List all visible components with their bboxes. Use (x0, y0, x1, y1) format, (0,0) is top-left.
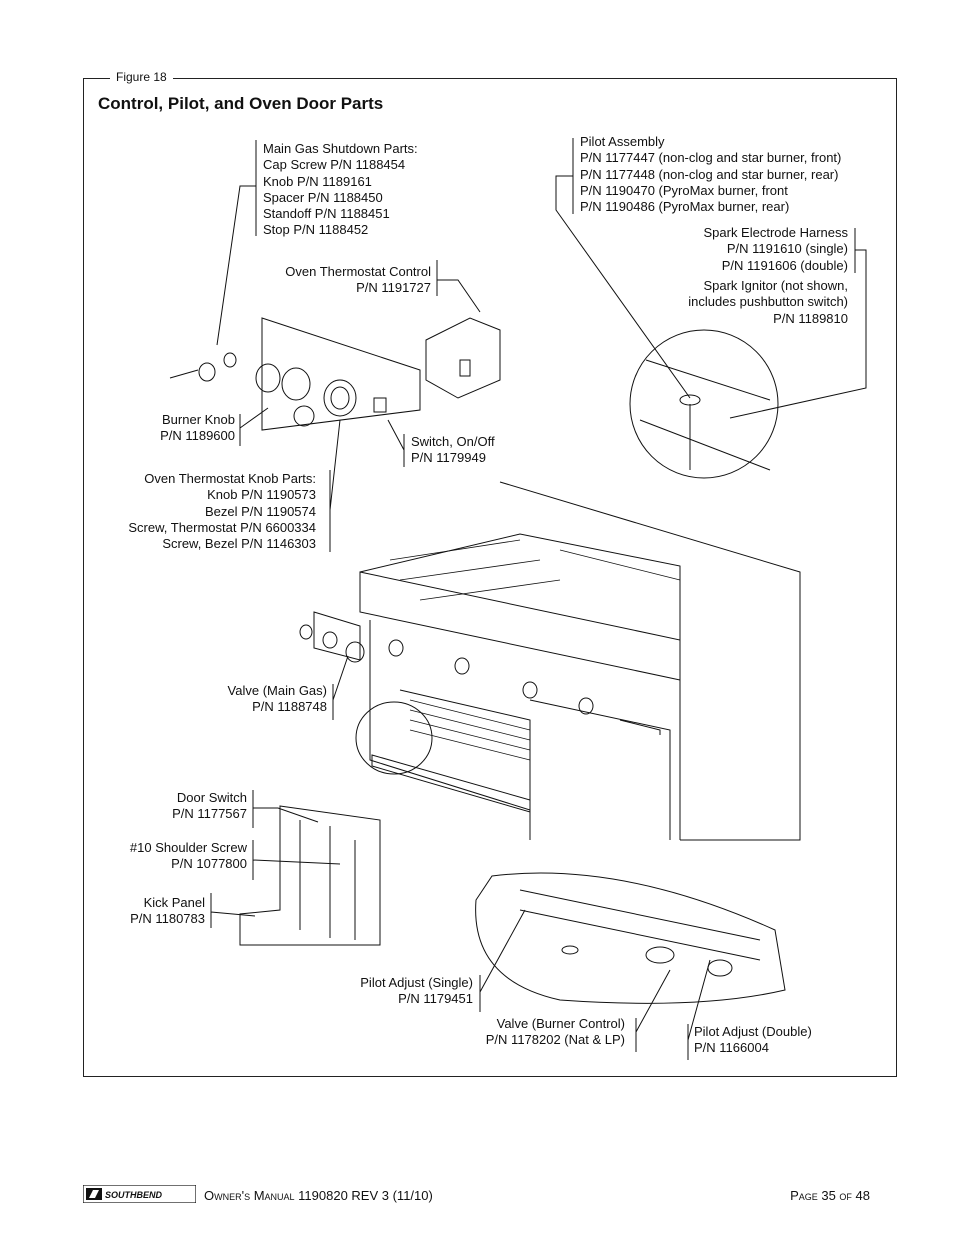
callout-line: Knob P/N 1189161 (263, 173, 372, 189)
callout-line: P/N 1190470 (PyroMax burner, front (580, 182, 788, 198)
figure-frame (83, 78, 897, 1077)
door-switch-callout: Door Switch P/N 1177567 (172, 790, 247, 823)
callout-line: P/N 1191610 (single) (726, 241, 848, 257)
switch-callout: Switch, On/Off P/N 1179949 (411, 434, 495, 467)
callout-line: Spark Electrode Harness (703, 225, 848, 240)
callout-line: Screw, Bezel P/N 1146303 (162, 536, 316, 552)
callout-line: Switch, On/Off (411, 434, 495, 449)
callout-line: Burner Knob (162, 412, 235, 427)
callout-line: P/N 1179451 (398, 991, 473, 1007)
callout-line: Pilot Adjust (Double) (694, 1024, 812, 1039)
callout-line: Pilot Adjust (Single) (360, 975, 473, 990)
callout-line: P/N 1077800 (171, 856, 247, 872)
pilot-assembly-callout: Pilot Assembly P/N 1177447 (non-clog and… (580, 134, 841, 215)
spark-ignitor-callout: Spark Ignitor (not shown, includes pushb… (688, 278, 848, 327)
callout-line: P/N 1178202 (Nat & LP) (485, 1032, 625, 1048)
callout-line: Main Gas Shutdown Parts: (263, 141, 418, 156)
callout-line: Knob P/N 1190573 (207, 487, 316, 503)
callout-line: P/N 1177448 (non-clog and star burner, r… (580, 166, 839, 182)
callout-line: P/N 1177567 (172, 806, 247, 822)
callout-line: Pilot Assembly (580, 134, 665, 149)
figure-label: Figure 18 (110, 70, 173, 84)
burner-knob-callout: Burner Knob P/N 1189600 (160, 412, 235, 445)
valve-main-callout: Valve (Main Gas) P/N 1188748 (228, 683, 327, 716)
callout-line: P/N 1189600 (160, 428, 235, 444)
callout-line: Spark Ignitor (not shown, (703, 278, 848, 293)
valve-burner-callout: Valve (Burner Control) P/N 1178202 (Nat … (486, 1016, 625, 1049)
callout-line: P/N 1191727 (356, 280, 431, 296)
pilot-single-callout: Pilot Adjust (Single) P/N 1179451 (360, 975, 473, 1008)
callout-line: P/N 1191606 (double) (721, 257, 848, 273)
callout-line: Cap Screw P/N 1188454 (263, 157, 406, 173)
callout-line: Door Switch (176, 790, 247, 805)
oven-thermostat-callout: Oven Thermostat Control P/N 1191727 (285, 264, 431, 297)
page-title: Control, Pilot, and Oven Door Parts (98, 94, 384, 113)
main-gas-shutdown-callout: Main Gas Shutdown Parts: Cap Screw P/N 1… (263, 141, 418, 239)
callout-line: Valve (Main Gas) (227, 683, 327, 698)
callout-line: #10 Shoulder Screw (129, 840, 247, 855)
callout-line: Spacer P/N 1188450 (263, 189, 383, 205)
shoulder-screw-callout: #10 Shoulder Screw P/N 1077800 (130, 840, 247, 873)
callout-line: P/N 1179949 (411, 450, 486, 466)
callout-line: Standoff P/N 1188451 (263, 206, 390, 222)
callout-line: P/N 1166004 (694, 1040, 769, 1056)
kick-panel-callout: Kick Panel P/N 1180783 (130, 895, 205, 928)
manual-reference: Owner's Manual 1190820 REV 3 (11/10) (204, 1188, 433, 1203)
callout-line: Screw, Thermostat P/N 6600334 (128, 519, 316, 535)
callout-line: P/N 1188748 (252, 699, 327, 715)
callout-line: P/N 1190486 (PyroMax burner, rear) (580, 199, 790, 215)
svg-text:SOUTHBEND: SOUTHBEND (105, 1190, 163, 1200)
pilot-double-callout: Pilot Adjust (Double) P/N 1166004 (694, 1024, 812, 1057)
spark-harness-callout: Spark Electrode Harness P/N 1191610 (sin… (703, 225, 848, 274)
callout-line: includes pushbutton switch) (688, 294, 848, 310)
southbend-logo: SOUTHBEND (83, 1185, 196, 1203)
callout-line: P/N 1177447 (non-clog and star burner, f… (580, 150, 842, 166)
callout-line: Bezel P/N 1190574 (204, 503, 316, 519)
callout-line: Oven Thermostat Knob Parts: (144, 471, 316, 486)
callout-line: P/N 1180783 (130, 911, 205, 927)
callout-line: Valve (Burner Control) (496, 1016, 625, 1031)
callout-line: Kick Panel (143, 895, 205, 910)
callout-line: Oven Thermostat Control (285, 264, 431, 279)
callout-line: P/N 1189810 (773, 310, 848, 326)
thermostat-knob-callout: Oven Thermostat Knob Parts: Knob P/N 119… (128, 471, 316, 552)
page-number: Page 35 of 48 (790, 1188, 870, 1203)
callout-line: Stop P/N 1188452 (263, 222, 369, 238)
